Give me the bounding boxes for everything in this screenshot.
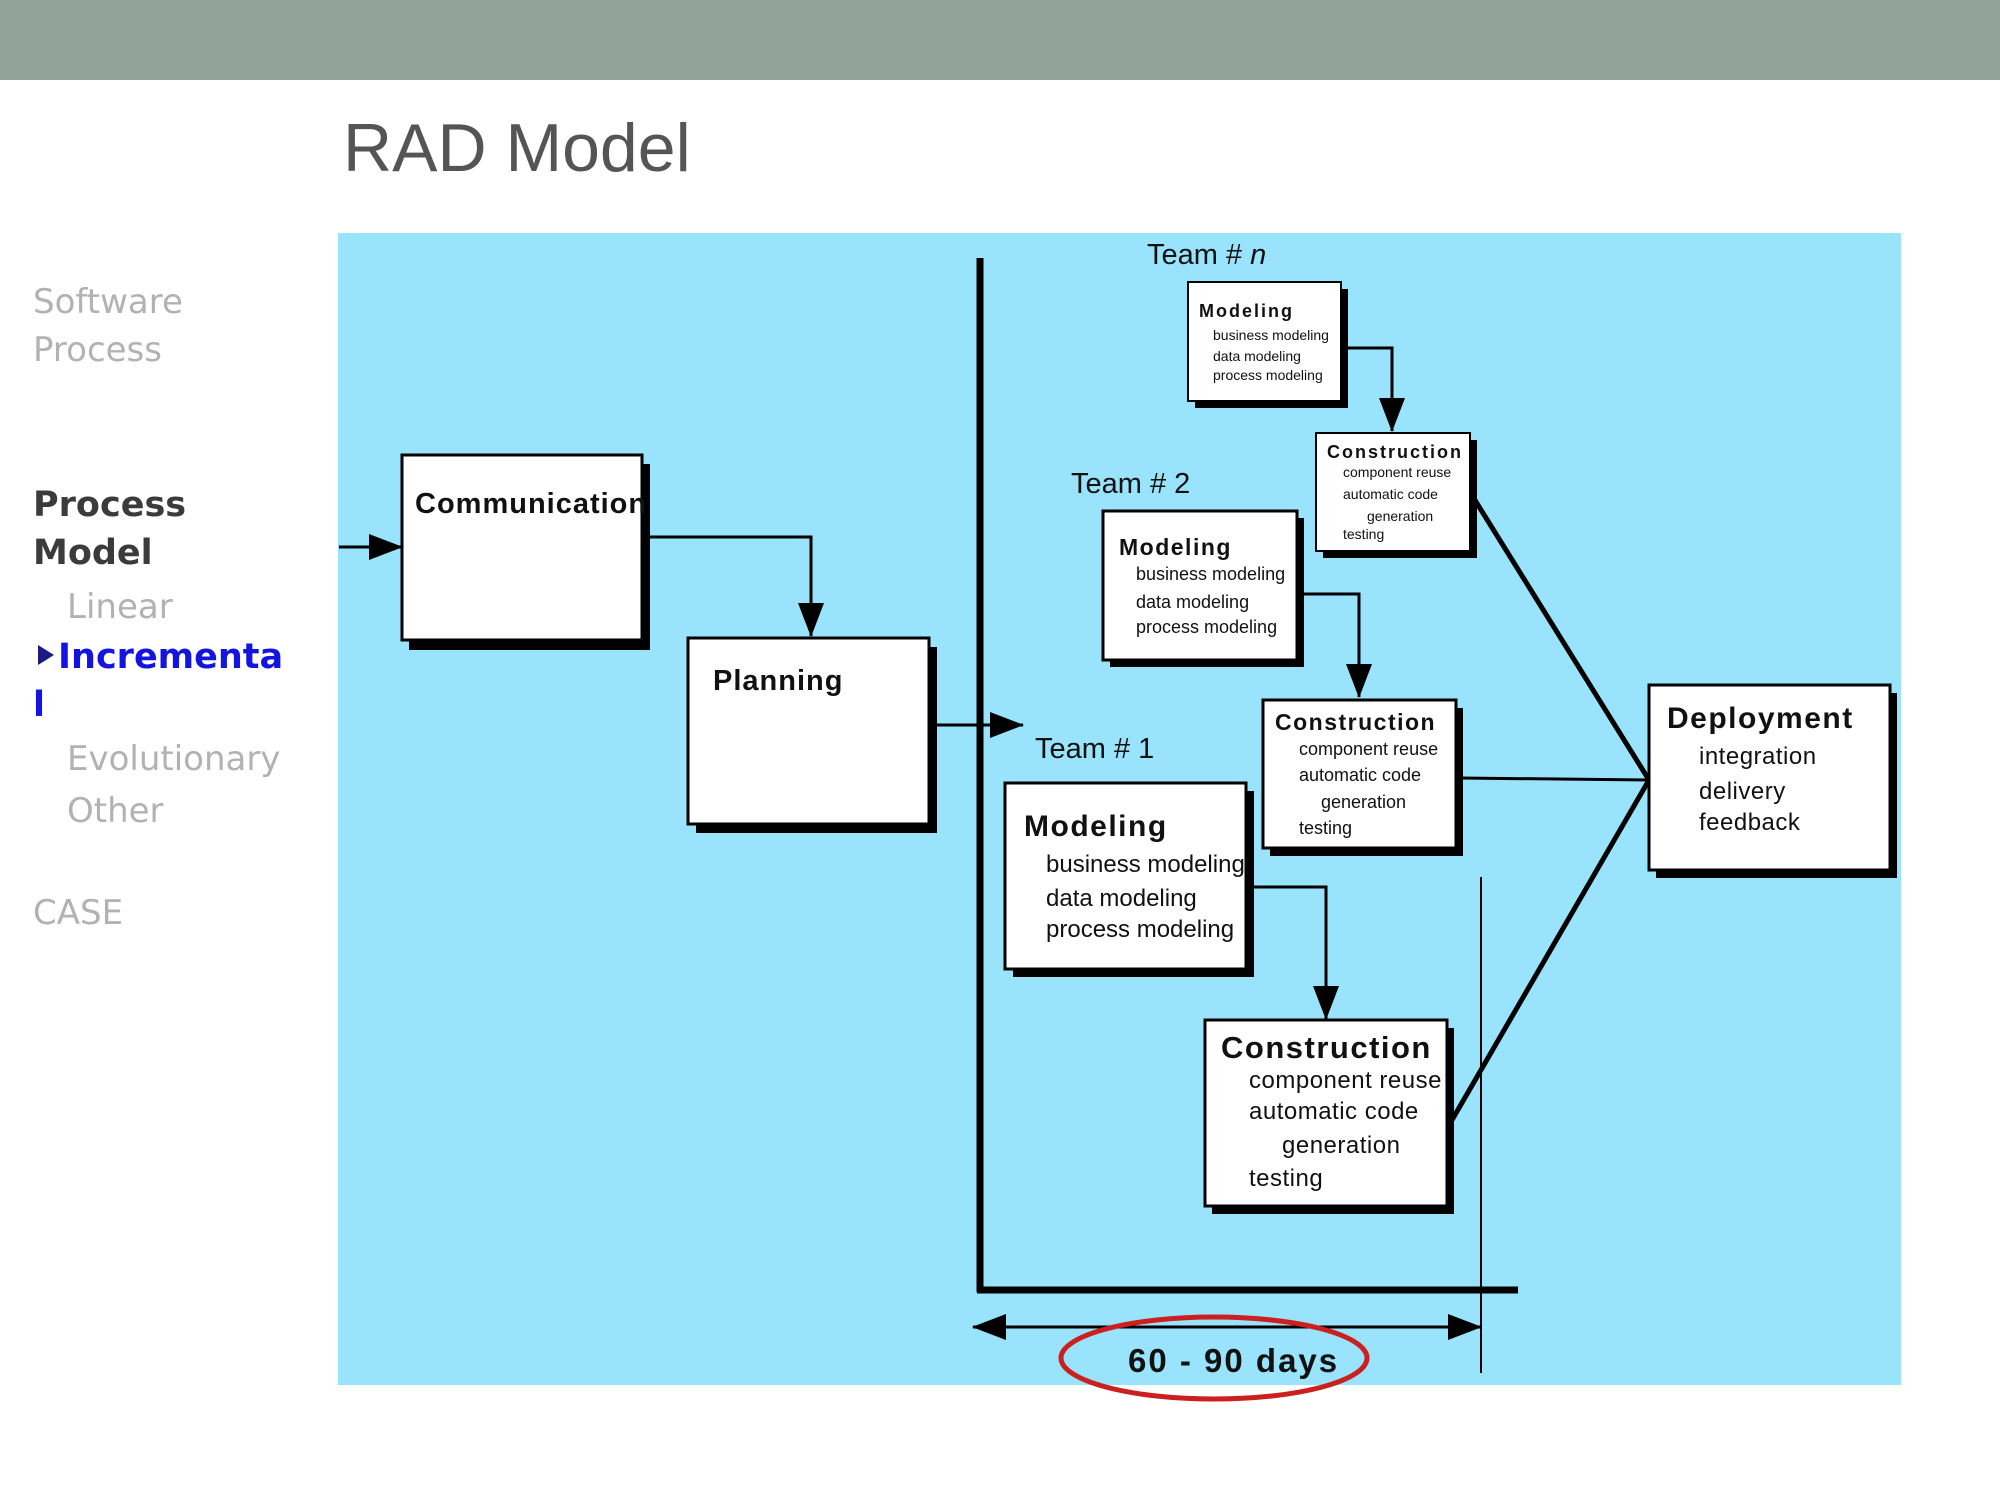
team-n-modeling-item-3: process modeling [1213,367,1323,383]
team-2-label: Team # 2 [1071,468,1190,500]
team-2-construction-item-1: component reuse [1299,739,1438,759]
team-n-construction-item-3: generation [1367,508,1433,524]
team-n-modeling-box [1187,281,1342,402]
team-n-suffix: n [1250,239,1266,271]
sidebar-nav: Software Process Process Model Linear In… [0,0,330,1000]
arrow-communication-planning [650,535,824,637]
team-2-modeling-item-2: data modeling [1136,592,1249,612]
team-1-construction-item-4: testing [1249,1165,1323,1192]
team-1-modeling-item-2: data modeling [1046,885,1197,912]
team-2-construction-item-4: testing [1299,818,1352,838]
nav-incremental-line2[interactable]: l [33,685,45,725]
communication-box [400,453,644,642]
nav-case[interactable]: CASE [33,893,124,933]
planning-box [686,636,931,826]
team-1-modeling-title: Modeling [1024,810,1168,843]
nav-software-process-line1[interactable]: Software [33,282,183,322]
team-1-label: Team # 1 [1035,733,1154,765]
team-2-construction-box [1261,698,1458,850]
nav-software-process-line2[interactable]: Process [33,330,162,370]
team-2-construction-item-3: generation [1321,792,1406,812]
deployment-item-1: integration [1699,743,1817,770]
nav-incremental-line1: Incrementa [58,637,284,677]
team-n-construction-item-2: automatic code [1343,486,1438,502]
arrow-team-n-modeling-construction [1348,346,1405,432]
team-2-construction-item-2: automatic code [1299,765,1421,785]
team-n-modeling-item-1: business modeling [1213,327,1329,343]
deployment-box [1647,683,1892,872]
top-bar [0,0,2000,80]
merge-line-team-n [1470,495,1652,782]
communication-label: Communication [415,488,647,520]
team-1-modeling-item-1: business modeling [1046,851,1245,878]
deployment-title: Deployment [1667,702,1854,735]
team-2-modeling-title: Modeling [1119,534,1232,560]
nav-process-model-line1[interactable]: Process [33,485,187,525]
nav-evolutionary[interactable]: Evolutionary [67,739,281,779]
merge-line-team-1 [1449,778,1652,1122]
team-n-modeling-title: Modeling [1199,301,1294,321]
timebox-label: 60 - 90 days [1128,1342,1339,1379]
arrow-team-2-modeling-construction [1304,592,1372,698]
team-1-construction-box [1203,1018,1449,1208]
team-1-modeling-box [1003,781,1248,971]
nav-linear[interactable]: Linear [67,587,173,627]
team-n-construction-item-1: component reuse [1343,464,1451,480]
team-n-construction-box [1315,432,1471,552]
team-1-construction-item-3: generation [1282,1132,1400,1159]
triangle-marker-icon [38,645,54,665]
team-n-construction-item-4: testing [1343,526,1384,542]
deployment-item-3: feedback [1699,809,1801,836]
team-2-modeling-item-3: process modeling [1136,617,1277,637]
team-n-construction-title: Construction [1327,442,1463,462]
nav-incremental[interactable]: Incrementa [38,633,283,681]
team-1-construction-title: Construction [1221,1030,1432,1065]
slide-title: RAD Model [343,110,691,186]
merge-line-team-2 [1458,776,1650,782]
timebox-ellipse [1058,1314,1370,1402]
team-n-prefix: Team # [1147,239,1250,271]
team-n-modeling-item-2: data modeling [1213,348,1301,364]
team-2-construction-title: Construction [1275,709,1436,735]
arrow-team-1-modeling-construction [1252,885,1339,1020]
team-2-modeling-item-1: business modeling [1136,564,1285,584]
nav-process-model-line2[interactable]: Model [33,533,153,573]
team-2-modeling-box [1101,509,1299,662]
nav-other[interactable]: Other [67,791,164,831]
team-1-construction-item-1: component reuse [1249,1067,1442,1094]
team-1-modeling-item-3: process modeling [1046,916,1234,943]
deployment-item-2: delivery [1699,778,1786,805]
team-n-label: Team # n [1147,239,1266,271]
planning-label: Planning [713,665,843,697]
team-1-construction-item-2: automatic code [1249,1098,1419,1125]
